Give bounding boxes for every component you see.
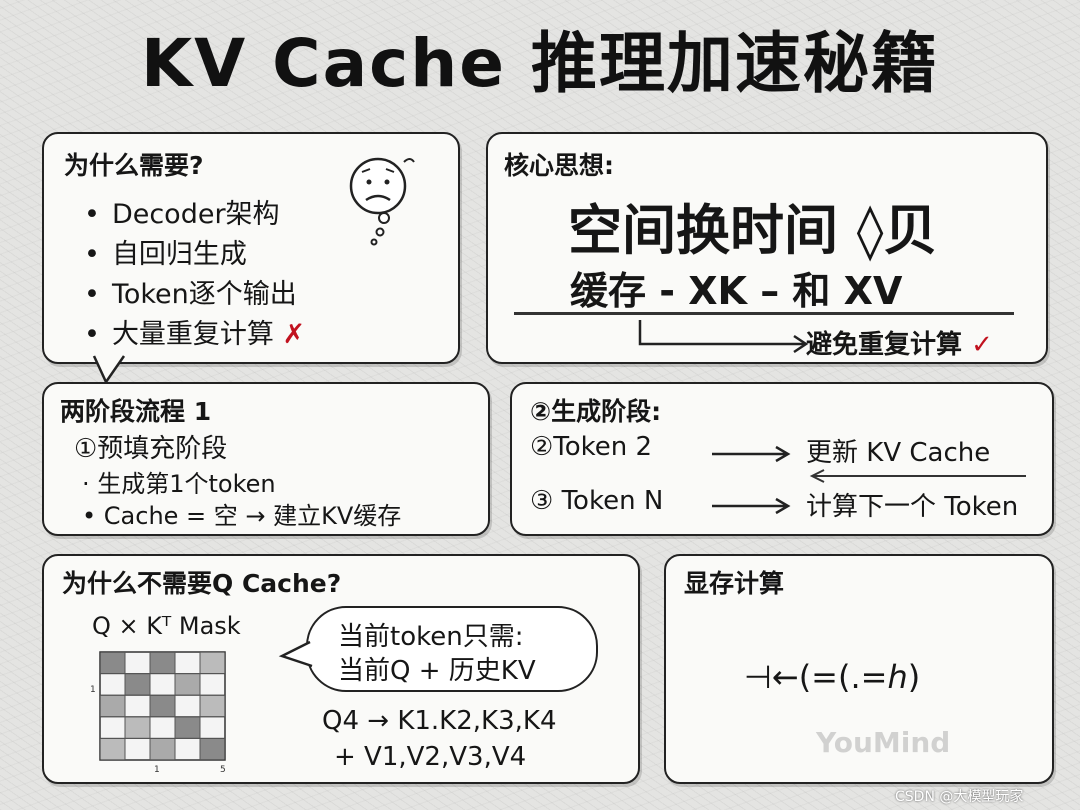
why-item: 大量重复计算 ✗ [84, 312, 305, 351]
bubble-line: 当前token只需: [338, 622, 524, 652]
stage-one-item: · 生成第1个token [82, 470, 276, 498]
generate-row-label: ③ Token N [530, 486, 664, 516]
generate-row-result: 计算下一个 Token [806, 492, 1019, 522]
two-stage-heading: 两阶段流程 1 [60, 397, 212, 426]
generate-row-result: 更新 KV Cache [806, 438, 991, 468]
core-result: 避免重复计算 ✓ [806, 330, 993, 360]
stage-one-label: ①预填充阶段 [74, 434, 228, 464]
divider-line [514, 312, 1014, 315]
source-credit: CSDN @大模型玩家 [895, 789, 1024, 805]
why-item: 自回归生成 [84, 232, 247, 271]
bubble-line: 当前Q + 历史KV [338, 656, 536, 686]
memory-card: 显存计算 ⊣←(=(.=ℎ) YouMind [664, 554, 1054, 784]
axis-label: 1 [154, 765, 160, 775]
cross-mark-icon: ✗ [282, 319, 306, 350]
bubble-tail-icon [278, 640, 313, 668]
generate-row-label: ②Token 2 [530, 432, 653, 462]
speech-bubble: 当前token只需: 当前Q + 历史KV [306, 606, 598, 692]
page-title: KV Cache 推理加速秘籍 [140, 25, 940, 102]
axis-label: 5 [220, 765, 226, 775]
mask-matrix-grid: 1 1 5 [90, 651, 226, 775]
memory-formula: ⊣←(=(.=ℎ) [744, 658, 921, 696]
why-card: 为什么需要? Decoder架构 自回归生成 Token逐个输出 大量重复计算 … [42, 132, 460, 364]
core-cache-line: 缓存 - XK – 和 XV [570, 269, 903, 313]
arrow-left-icon [809, 469, 1026, 483]
core-card: 核心思想: 空间换时间 ◊贝 缓存 - XK – 和 XV 避免重复计算 ✓ [486, 132, 1048, 364]
memory-heading: 显存计算 [684, 569, 785, 598]
watermark-logo: YouMind [816, 726, 951, 759]
arrow-right-icon [712, 445, 791, 463]
formula-line: + V1,V2,V3,V4 [334, 742, 527, 772]
two-stage-card: 两阶段流程 1 ①预填充阶段 · 生成第1个token • Cache = 空 … [42, 382, 490, 536]
arrow-right-icon [712, 497, 791, 515]
core-main-text: 空间换时间 ◊贝 [568, 199, 938, 262]
core-heading: 核心思想: [504, 151, 614, 180]
bent-arrow-icon [638, 320, 809, 354]
generate-heading: ②生成阶段: [530, 397, 662, 426]
confused-face-icon [349, 157, 415, 246]
axis-label: 1 [90, 685, 96, 695]
formula-line: Q4 → K1.K2,K3,K4 [322, 706, 557, 736]
why-item: Token逐个输出 [84, 272, 297, 311]
no-q-heading: 为什么不需要Q Cache? [62, 569, 342, 598]
no-q-card: 为什么不需要Q Cache? Q × Kᵀ Mask 1 1 5 当前token… [42, 554, 640, 784]
check-mark-icon: ✓ [971, 330, 993, 360]
generate-card: ②生成阶段: ②Token 2 更新 KV Cache ③ Token N 计算… [510, 382, 1054, 536]
matrix-label: Q × Kᵀ Mask [92, 612, 241, 640]
why-heading: 为什么需要? [64, 151, 204, 180]
stage-one-item: • Cache = 空 → 建立KV缓存 [82, 502, 402, 530]
why-item: Decoder架构 [84, 192, 280, 231]
